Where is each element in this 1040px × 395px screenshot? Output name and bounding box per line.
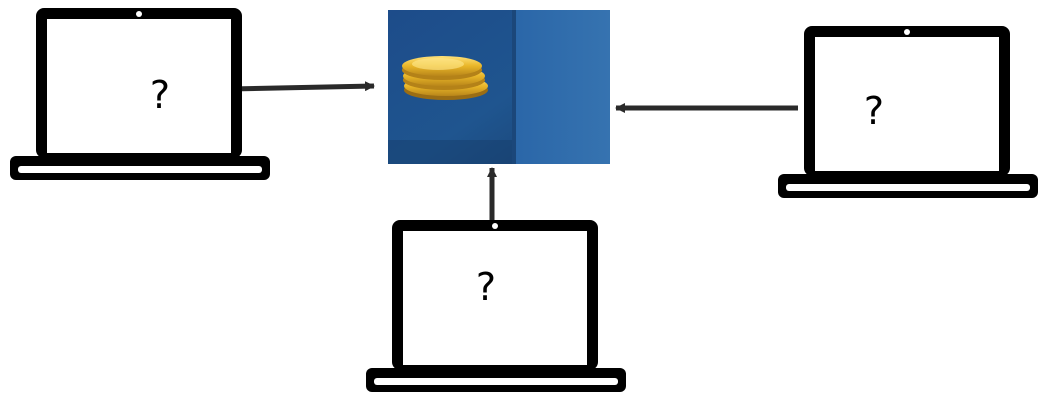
missing-glyph-icon: ? [864, 89, 884, 133]
laptop-icon [10, 8, 270, 180]
laptop-icon [778, 26, 1038, 198]
laptop-icon [366, 220, 626, 392]
laptop-left: ? [10, 8, 270, 180]
laptop-bottom: ? [366, 220, 626, 392]
arrow-left-to-center [229, 81, 375, 92]
missing-glyph-icon: ? [150, 73, 170, 117]
missing-glyph-icon: ? [476, 265, 496, 309]
coins-on-blue-box-image [388, 10, 610, 164]
laptop-right: ? [778, 26, 1038, 198]
coin-stack-icon [402, 56, 488, 100]
